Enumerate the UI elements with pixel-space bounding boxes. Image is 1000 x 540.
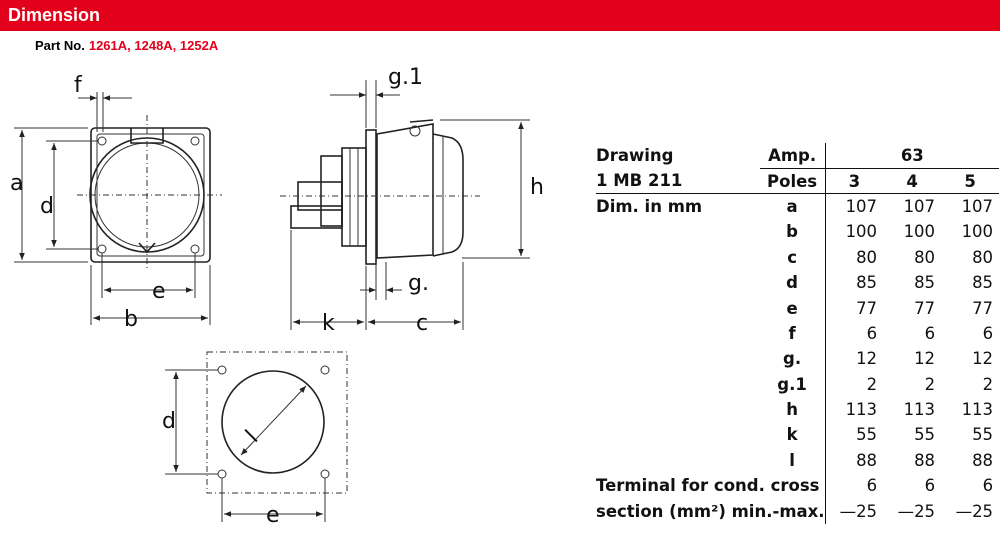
table-cell: 77 <box>914 298 936 318</box>
table-cell: 2 <box>982 374 994 394</box>
table-row: c 80 80 80 <box>596 244 999 270</box>
table-cell: 55 <box>914 425 936 445</box>
amp-label: Amp. <box>759 143 826 169</box>
dim-f-label: f <box>74 73 83 98</box>
poles-value: 3 <box>825 168 884 195</box>
row-symbol: a <box>759 193 826 220</box>
row-symbol: e <box>759 295 826 321</box>
table-row: d 85 85 85 <box>596 269 999 296</box>
dimension-table: Drawing Amp. 63 1 MB 211 Poles 3 4 5 Dim… <box>596 143 1000 524</box>
table-cell: 6 <box>982 476 994 496</box>
poles-value: 5 <box>941 168 1000 195</box>
dim-b-label: b <box>124 307 138 332</box>
cutout-view: l d e <box>162 351 348 528</box>
table-cell: 88 <box>914 450 936 470</box>
table-cell: 12 <box>972 349 994 369</box>
table-cell: 113 <box>903 400 936 420</box>
table-cell: 80 <box>972 247 994 267</box>
row-symbol: g. <box>759 346 826 372</box>
table-cell: 55 <box>972 425 994 445</box>
part-number-value: 1261A, 1248A, 1252A <box>88 38 219 53</box>
terminal-label-line2: section (mm²) min.-max. <box>596 498 826 524</box>
poles-label: Poles <box>759 168 826 195</box>
row-symbol: c <box>759 244 826 270</box>
row-symbol: k <box>759 422 826 448</box>
row-symbol: d <box>759 269 826 296</box>
table-cell: 88 <box>856 450 878 470</box>
table-cell: 55 <box>856 425 878 445</box>
table-cell: 6 <box>924 476 936 496</box>
table-row: b 100 100 100 <box>596 219 999 245</box>
table-row: f 6 6 6 <box>596 320 999 347</box>
table-cell: 6 <box>982 323 994 343</box>
dim-e-label: e <box>152 279 166 304</box>
page-title: Dimension <box>8 5 101 25</box>
dim-d-label: d <box>40 194 54 219</box>
table-cell: 6 <box>866 476 878 496</box>
table-cell: —25 <box>897 501 936 521</box>
table-row: e 77 77 77 <box>596 295 999 321</box>
terminal-label-line1: Terminal for cond. cross <box>596 473 826 499</box>
table-row: k 55 55 55 <box>596 422 999 448</box>
dim-unit-label: Dim. in mm <box>596 197 703 217</box>
table-row: g.1 2 2 2 <box>596 371 999 397</box>
table-cell: —25 <box>839 501 878 521</box>
table-cell: 100 <box>961 222 994 242</box>
table-row: Dim. in mm a 107 107 107 <box>596 193 999 220</box>
table-cell: 12 <box>914 349 936 369</box>
cutout-e-label: e <box>266 503 280 528</box>
side-view: g.1 h g. k c <box>280 65 544 336</box>
table-cell: 113 <box>961 400 994 420</box>
table-row: Drawing Amp. 63 <box>596 143 1000 169</box>
table-cell: 6 <box>924 323 936 343</box>
table-cell: 107 <box>961 197 994 217</box>
poles-value: 4 <box>883 168 942 195</box>
table-cell: 113 <box>845 400 878 420</box>
part-number-label: Part No. <box>35 38 85 53</box>
dim-l-label: l <box>241 426 263 448</box>
dim-c-label: c <box>416 311 428 336</box>
row-symbol: b <box>759 219 826 245</box>
table-cell: 80 <box>856 247 878 267</box>
row-symbol: g.1 <box>759 371 826 397</box>
table-cell: 107 <box>845 197 878 217</box>
row-symbol: l <box>759 447 826 474</box>
table-row: 1 MB 211 Poles 3 4 5 <box>596 168 1000 195</box>
table-cell: 12 <box>856 349 878 369</box>
dim-h-label: h <box>530 175 544 200</box>
front-view: f a d e b <box>10 73 222 332</box>
row-symbol: f <box>759 320 826 347</box>
table-cell: 80 <box>914 247 936 267</box>
table-row: Terminal for cond. cross 6 6 6 <box>596 473 999 499</box>
table-cell: 88 <box>972 450 994 470</box>
row-symbol: h <box>759 396 826 423</box>
dim-k-label: k <box>322 311 335 336</box>
dim-g-label: g. <box>408 271 429 296</box>
amp-value: 63 <box>825 143 1000 169</box>
dim-g1-label: g.1 <box>388 65 423 90</box>
table-cell: 77 <box>972 298 994 318</box>
table-cell: 100 <box>903 222 936 242</box>
table-cell: 85 <box>856 273 878 293</box>
table-cell: 100 <box>845 222 878 242</box>
table-cell: —25 <box>955 501 994 521</box>
table-row: section (mm²) min.-max. —25 —25 —25 <box>596 498 999 524</box>
table-row: g. 12 12 12 <box>596 346 999 372</box>
part-number: Part No.1261A, 1248A, 1252A <box>35 38 218 53</box>
table-cell: 77 <box>856 298 878 318</box>
table-cell: 85 <box>972 273 994 293</box>
dim-a-label: a <box>10 171 23 196</box>
drawing-code: 1 MB 211 <box>596 168 760 195</box>
table-cell: 2 <box>924 374 936 394</box>
table-cell: 85 <box>914 273 936 293</box>
drawing-label: Drawing <box>596 146 674 166</box>
table-cell: 6 <box>866 323 878 343</box>
table-row: l 88 88 88 <box>596 447 999 474</box>
table-cell: 107 <box>903 197 936 217</box>
table-row: h 113 113 113 <box>596 396 999 423</box>
header-bar: Dimension <box>0 0 1000 31</box>
cutout-d-label: d <box>162 409 176 434</box>
table-cell: 2 <box>866 374 878 394</box>
